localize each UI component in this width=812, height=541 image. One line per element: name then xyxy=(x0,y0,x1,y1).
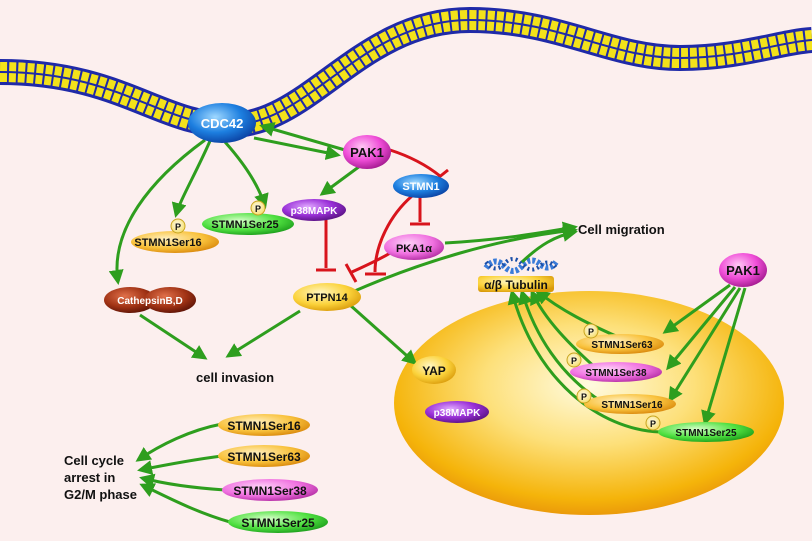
stmn1ser38-bot-label: STMN1Ser38 xyxy=(233,484,307,498)
stmn1ser25-nuc-label: STMN1Ser25 xyxy=(675,428,737,439)
node-pka1a: PKA1α xyxy=(384,234,444,260)
node-cdc42: CDC42 xyxy=(188,103,256,143)
stmn1ser25-top-label: STMN1Ser25 xyxy=(211,219,278,231)
p38mapk-top-label: p38MAPK xyxy=(291,206,338,217)
arrow-cathepsin-to-invasion xyxy=(139,313,208,360)
phospho-icon: P xyxy=(175,222,181,232)
node-stmn1ser25-bot: STMN1Ser25 xyxy=(228,511,328,533)
arrow-pak1-to-ser63 xyxy=(662,283,731,334)
yap-label: YAP xyxy=(422,364,446,378)
phospho-icon: P xyxy=(571,356,577,366)
node-ptpn14: PTPN14 xyxy=(293,283,361,311)
stmn1ser38-nuc-label: STMN1Ser38 xyxy=(585,368,647,379)
arrow-tubulin-to-migration xyxy=(520,227,578,264)
inhibit-stmn1-ptpn14 xyxy=(365,194,413,276)
node-yap: YAP xyxy=(412,356,456,384)
phospho-icon: P xyxy=(650,419,656,429)
arrow-cdc42-to-ser16 xyxy=(171,140,212,218)
node-stmn1ser16-bot: STMN1Ser16 xyxy=(218,414,310,436)
node-stmn1ser25-top: P STMN1Ser25 xyxy=(202,200,294,235)
cell-migration-label: Cell migration xyxy=(578,222,665,237)
arrow-cdc42-to-cathepsin xyxy=(108,138,206,285)
cathepsin-label: CathepsinB,D xyxy=(117,296,183,307)
cell-cycle-label-line2: arrest in xyxy=(64,470,115,485)
stmn1ser16-top-label: STMN1Ser16 xyxy=(134,237,201,249)
node-tubulin: α/β Tubulin xyxy=(478,276,554,292)
arrow-ser38-to-tubulin xyxy=(530,289,599,372)
cell-membrane xyxy=(0,6,812,139)
arrow-bot25-to-cellcycle xyxy=(139,483,231,524)
inhibit-p38-ptpn14 xyxy=(316,220,336,272)
node-p38mapk-top: p38MAPK xyxy=(282,199,346,221)
node-stmn1ser25-nuc: P STMN1Ser25 xyxy=(645,415,754,442)
arrow-pak1-to-cdc42 xyxy=(259,122,346,152)
tubulin-filament-icon xyxy=(483,257,559,274)
arrow-ptpn14-to-migration xyxy=(349,223,578,295)
node-stmn1ser16-nuc: P STMN1Ser16 xyxy=(576,388,676,414)
stmn1ser25-bot-label: STMN1Ser25 xyxy=(241,516,315,530)
node-stmn1ser63-nuc: P STMN1Ser63 xyxy=(576,323,664,354)
arrow-cdc42-to-ser25 xyxy=(223,141,269,209)
cell-cycle-label-line3: G2/M phase xyxy=(64,487,137,502)
node-stmn1ser38-bot: STMN1Ser38 xyxy=(222,479,318,501)
ptpn14-label: PTPN14 xyxy=(306,292,348,304)
node-stmn1ser38-nuc: P STMN1Ser38 xyxy=(566,352,662,382)
cell-cycle-label-line1: Cell cycle xyxy=(64,453,124,468)
inhibit-stmn1-pka xyxy=(410,196,430,226)
node-pak1-right: PAK1 xyxy=(719,253,767,287)
phospho-icon: P xyxy=(255,204,261,214)
arrow-ptpn14-to-invasion xyxy=(225,309,301,358)
node-cathepsin: CathepsinB,D xyxy=(104,287,196,313)
arrow-ptpn14-to-yap xyxy=(349,303,418,365)
node-p38mapk-nuc: p38MAPK xyxy=(425,401,489,423)
arrow-bot63-to-cellcycle xyxy=(137,454,223,476)
arrow-bot38-to-cellcycle xyxy=(139,473,226,492)
stmn1ser63-nuc-label: STMN1Ser63 xyxy=(591,340,653,351)
arrow-bot16-to-cellcycle xyxy=(135,422,223,462)
pak1-right-label: PAK1 xyxy=(726,263,760,278)
tubulin-label: α/β Tubulin xyxy=(484,278,548,292)
node-stmn1: STMN1 xyxy=(393,174,449,198)
cell-invasion-label: cell invasion xyxy=(196,370,274,385)
arrow-pak1-to-p38 xyxy=(319,164,361,196)
node-stmn1ser16-top: P STMN1Ser16 xyxy=(131,218,219,253)
node-stmn1ser63-bot: STMN1Ser63 xyxy=(218,445,310,467)
cdc42-label: CDC42 xyxy=(201,116,244,131)
pka1a-label: PKA1α xyxy=(396,243,432,255)
pak1-top-label: PAK1 xyxy=(350,145,384,160)
phospho-icon: P xyxy=(581,392,587,402)
arrow-ser25-to-tubulin xyxy=(507,289,661,434)
node-pak1-top: PAK1 xyxy=(343,135,391,169)
arrow-pak1-to-ser16 xyxy=(668,287,742,403)
phospho-icon: P xyxy=(588,327,594,337)
stmn1ser16-nuc-label: STMN1Ser16 xyxy=(601,400,663,411)
stmn1ser63-bot-label: STMN1Ser63 xyxy=(227,450,301,464)
arrow-pak1-to-ser25 xyxy=(701,287,747,426)
stmn1-label: STMN1 xyxy=(402,181,439,193)
arrow-pak1-to-ser38 xyxy=(666,286,737,371)
arrow-cdc42-to-pak1 xyxy=(253,136,341,160)
stmn1ser16-bot-label: STMN1Ser16 xyxy=(227,419,301,433)
p38mapk-nuc-label: p38MAPK xyxy=(434,408,481,419)
